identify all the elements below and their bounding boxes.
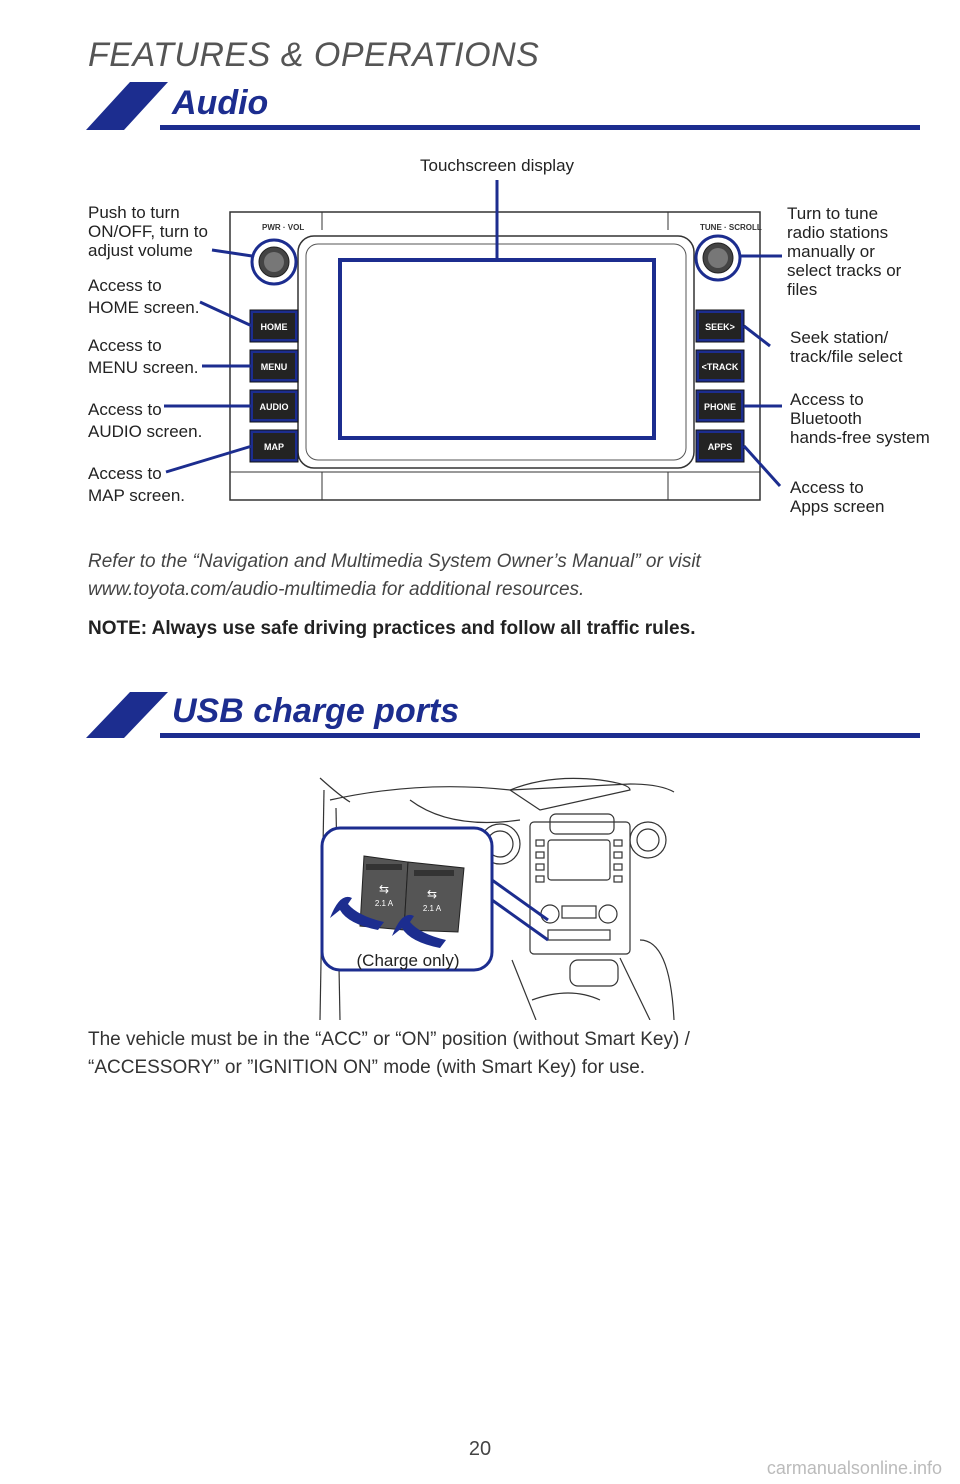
audio-unit-diagram: PWR · VOL TUNE · SCROLL HOME MENU AUDIO … (164, 180, 782, 501)
safety-note: NOTE: Always use safe driving practices … (88, 618, 696, 639)
right-button-seek: SEEK> (695, 309, 745, 343)
audio-section-banner (86, 82, 920, 130)
left-button-menu: MENU (249, 349, 299, 383)
svg-text:MAP: MAP (264, 442, 284, 452)
svg-text:MENU: MENU (261, 362, 288, 372)
svg-text:PHONE: PHONE (704, 402, 736, 412)
usb-port-rating-left: 2.1 A (375, 899, 394, 908)
left-button-home: HOME (249, 309, 299, 343)
open-arrow-right-icon (392, 914, 446, 948)
usb-body-text: The vehicle must be in the “ACC” or “ON”… (88, 1029, 690, 1078)
callout-seek-track: Seek station/track/file select (790, 328, 903, 366)
right-knob-label: TUNE · SCROLL (700, 223, 762, 232)
left-button-map: MAP (249, 429, 299, 463)
svg-text:SEEK>: SEEK> (705, 322, 735, 332)
charge-only-label: (Charge only) (357, 951, 460, 970)
svg-text:HOME: HOME (261, 322, 288, 332)
left-button-audio: AUDIO (249, 389, 299, 423)
callout-leader-lines (164, 180, 782, 488)
usb-port-cover-right: ⇆ 2.1 A (403, 861, 465, 933)
refer-text: Refer to the “Navigation and Multimedia … (88, 551, 701, 600)
usb-port-rating-right: 2.1 A (423, 904, 442, 913)
right-button-phone: PHONE (695, 389, 745, 423)
svg-text:⇆: ⇆ (427, 887, 437, 901)
touchscreen-display (338, 258, 656, 440)
svg-text:⇆: ⇆ (379, 882, 389, 896)
usb-section-title: USB charge ports (172, 692, 460, 730)
page-header: FEATURES & OPERATIONS (88, 36, 540, 74)
watermark: carmanualsonline.info (766, 1458, 942, 1478)
right-button-apps: APPS (695, 429, 745, 463)
svg-text:AUDIO: AUDIO (260, 402, 289, 412)
right-button-track: <TRACK (695, 349, 745, 383)
open-arrow-left-icon (330, 896, 384, 930)
usb-section-banner (86, 692, 920, 738)
callout-touchscreen: Touchscreen display (420, 156, 575, 175)
usb-ports-illustration: ⇆ 2.1 A ⇆ 2.1 A (Charge only) (319, 777, 675, 1020)
svg-text:APPS: APPS (708, 442, 733, 452)
page-number: 20 (468, 1438, 492, 1460)
left-knob-label: PWR · VOL (262, 223, 304, 232)
svg-text:<TRACK: <TRACK (702, 362, 739, 372)
audio-section-title: Audio (172, 84, 269, 122)
